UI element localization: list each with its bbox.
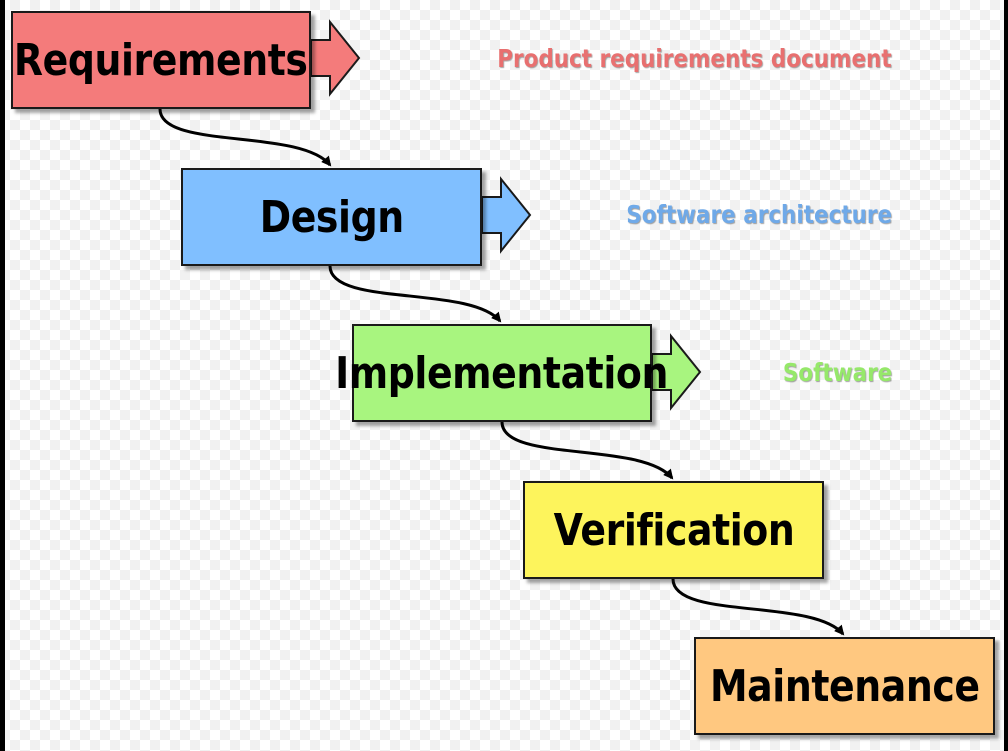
output-implementation: Software — [765, 358, 892, 387]
stage-implementation-label: Implementation — [335, 347, 669, 399]
stage-design-label: Design — [259, 191, 404, 243]
output-design-label: Software architecture — [626, 200, 892, 229]
stage-implementation: Implementation — [336, 324, 669, 422]
stage-requirements: Requirements — [11, 11, 311, 109]
output-arrow-implementation — [651, 333, 702, 411]
output-design: Software architecture — [583, 200, 892, 229]
output-requirements-label: Product requirements document — [497, 44, 892, 73]
stage-requirements-label: Requirements — [14, 34, 308, 86]
stage-design: Design — [181, 168, 482, 266]
output-arrow-requirements — [310, 19, 361, 97]
stage-maintenance-label: Maintenance — [709, 660, 980, 712]
flow-arrow-design-to-implementation — [328, 265, 502, 323]
stage-maintenance: Maintenance — [694, 637, 995, 735]
left-frame-edge — [0, 0, 5, 751]
flow-arrow-verification-to-maintenance — [671, 578, 845, 636]
output-requirements: Product requirements document — [433, 44, 892, 73]
right-frame-edge — [1004, 0, 1008, 751]
output-arrow-design — [481, 176, 532, 254]
flow-arrow-implementation-to-verification — [500, 421, 674, 480]
flow-arrow-requirements-to-design — [158, 108, 332, 167]
output-implementation-label: Software — [782, 358, 892, 387]
stage-verification: Verification — [523, 481, 824, 579]
stage-verification-label: Verification — [553, 504, 794, 556]
